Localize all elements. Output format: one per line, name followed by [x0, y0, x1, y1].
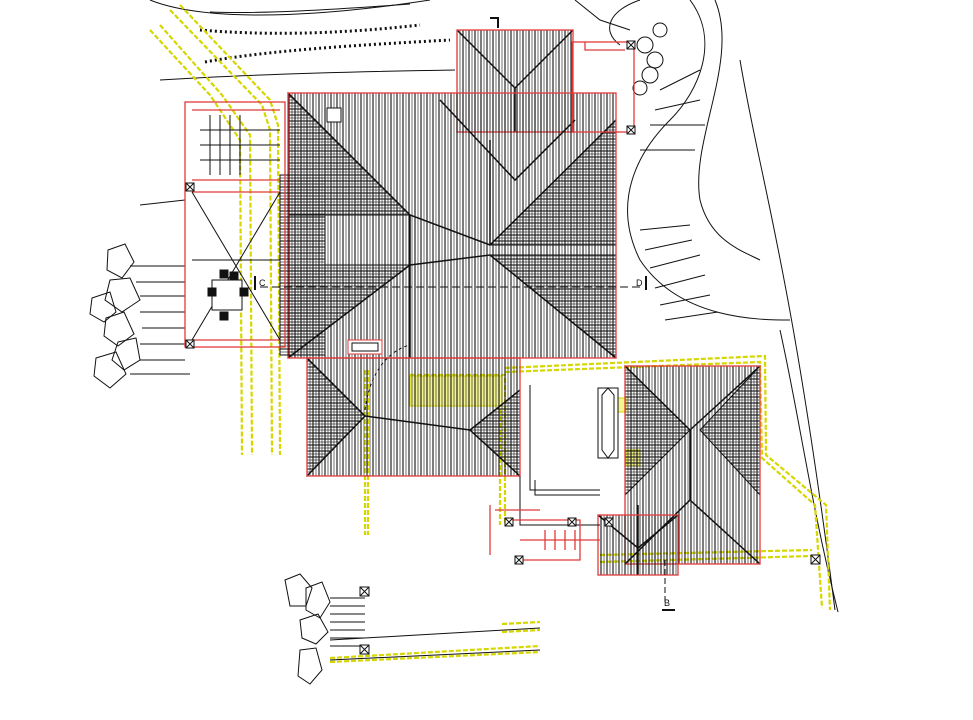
boulders-left: [89, 199, 190, 389]
stone-wall-top: [149, 0, 668, 96]
section-lines: [254, 17, 675, 611]
boulders-bottom: [284, 573, 541, 685]
roof-east-garage: [597, 364, 761, 576]
column-markers: [185, 40, 821, 655]
roof-lower-left: [306, 339, 521, 478]
landscape-contours: [574, 0, 839, 613]
section-label-d: D: [636, 278, 643, 288]
courtyard: [519, 385, 600, 526]
section-label-b: B: [664, 598, 670, 608]
roof-main-block: [279, 91, 617, 360]
section-label-c: C: [259, 278, 266, 288]
red-walls: [184, 41, 635, 561]
west-terrace: [191, 115, 281, 341]
